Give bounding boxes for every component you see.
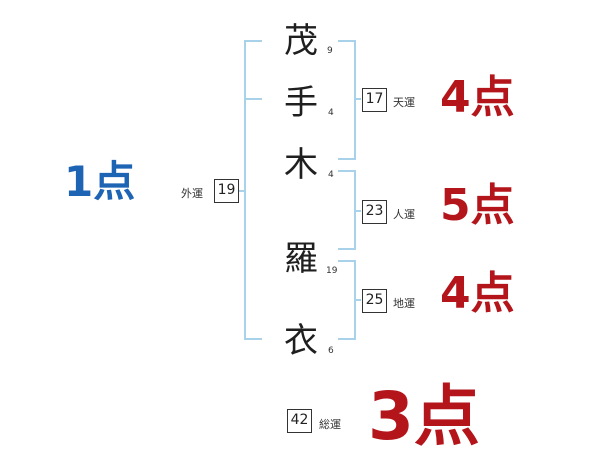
stroke-count-1: 9 xyxy=(327,46,333,56)
chi-label: 地運 xyxy=(393,297,415,310)
outer-bracket-tick xyxy=(244,98,262,100)
sou-score: 3点 xyxy=(368,378,480,455)
name-char-2: 手 xyxy=(284,83,318,123)
name-char-5: 衣 xyxy=(284,321,318,361)
chi-bracket-tick xyxy=(355,299,361,301)
ten-label: 天運 xyxy=(393,96,415,109)
chi-bracket xyxy=(338,260,356,340)
stroke-count-2: 4 xyxy=(328,108,334,118)
stroke-count-4: 19 xyxy=(326,266,338,276)
gai-label: 外運 xyxy=(181,187,203,200)
jin-label: 人運 xyxy=(393,208,415,221)
sou-label: 総運 xyxy=(319,418,341,431)
outer-bracket xyxy=(244,40,262,340)
ten-bracket-tick xyxy=(355,98,361,100)
name-char-3: 木 xyxy=(284,145,318,185)
sou-value-box: 42 xyxy=(287,409,312,433)
stroke-count-3: 4 xyxy=(328,170,334,180)
ten-bracket xyxy=(338,40,356,160)
jin-bracket-tick xyxy=(355,210,361,212)
ten-value-box: 17 xyxy=(362,88,387,112)
chi-value-box: 25 xyxy=(362,289,387,313)
name-char-1: 茂 xyxy=(284,21,318,61)
chi-score: 4点 xyxy=(440,268,515,319)
gai-score: 1点 xyxy=(64,157,136,206)
jin-score: 5点 xyxy=(440,180,515,231)
ten-score: 4点 xyxy=(440,72,515,123)
gai-value-box: 19 xyxy=(214,179,239,203)
jin-bracket xyxy=(338,170,356,250)
jin-value-box: 23 xyxy=(362,200,387,224)
name-char-4: 羅 xyxy=(284,239,318,279)
stroke-count-5: 6 xyxy=(328,346,334,356)
